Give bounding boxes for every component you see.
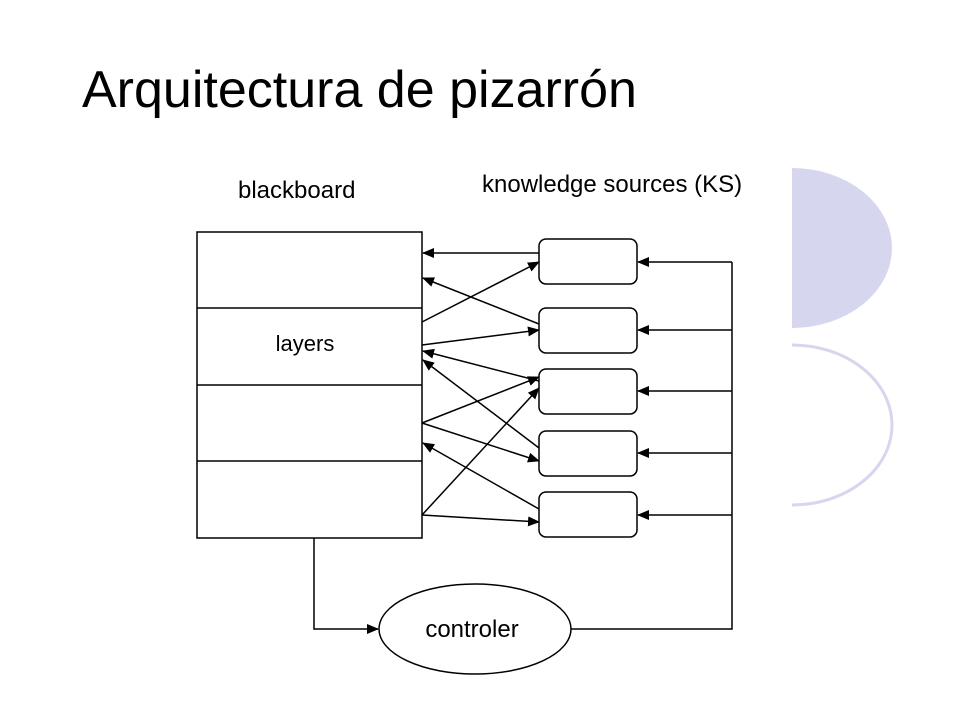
blackboard: layers xyxy=(196,231,423,539)
knowledge-source-box-4 xyxy=(538,430,638,477)
ks-blackboard-arrows xyxy=(421,248,540,527)
controller-bus-line xyxy=(571,262,733,630)
arrow-layer4-to-ks5 xyxy=(421,514,540,527)
arrow-ks5-to-layer3 xyxy=(422,442,540,510)
slide-title: Arquitectura de pizarrón xyxy=(82,61,637,119)
controller: controler xyxy=(378,583,572,675)
knowledge-sources-label: knowledge sources (KS) xyxy=(482,171,742,198)
arrow-layer2-to-ks1 xyxy=(421,261,540,323)
knowledge-source-box-2 xyxy=(538,307,638,354)
blackboard-label: blackboard xyxy=(238,177,355,204)
decorative-outline-circle xyxy=(791,343,894,507)
arrow-ks4-to-layer2 xyxy=(422,359,540,449)
arrow-layer4-to-ks3 xyxy=(421,387,540,516)
arrow-layer2-to-ks2 xyxy=(421,326,540,346)
arrow-layer3-to-ks4 xyxy=(421,422,540,463)
decorative-filled-circle xyxy=(792,168,892,328)
knowledge-source-box-5 xyxy=(538,491,638,538)
layers-label: layers xyxy=(276,331,335,356)
controller-ellipse xyxy=(378,583,572,675)
arrow-layer3-to-ks3 xyxy=(421,376,540,424)
arrow-ks3-to-layer2 xyxy=(422,348,540,382)
controller-links xyxy=(313,257,733,634)
knowledge-source-box-3 xyxy=(538,368,638,415)
knowledge-sources xyxy=(538,238,638,538)
arrow-blackboard-to-controller xyxy=(313,538,379,634)
knowledge-source-box-1 xyxy=(538,238,638,285)
decorative-circles xyxy=(791,168,894,507)
controller-label: controler xyxy=(425,616,518,643)
arrow-ks2-to-layer1 xyxy=(422,277,540,325)
